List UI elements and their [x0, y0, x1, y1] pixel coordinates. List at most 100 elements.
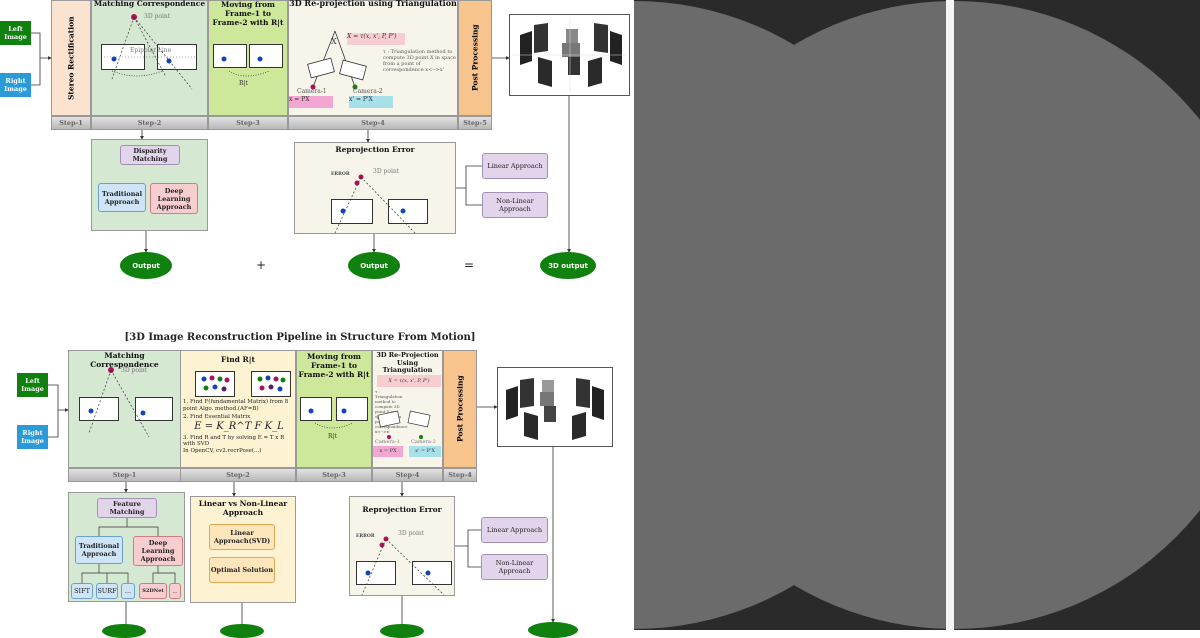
b-reprojection-geometry [361, 536, 445, 596]
cam2-formula: x' = P'X [349, 96, 393, 108]
b-nonlinear-approach-box: Non-Linear Approach [481, 554, 548, 580]
error-label: ERROR [331, 172, 350, 177]
b-camera2-label: Camera-2 [411, 439, 436, 445]
output-oval-2: Output [348, 252, 400, 279]
plus-sign: + [256, 258, 267, 272]
matching-panel: Matching Correspondence 3D point Epipola… [91, 0, 208, 116]
b-step-4: Step-4 [372, 468, 443, 482]
optimal-solution-box: Optimal Solution [209, 557, 275, 583]
points-frame-1 [195, 371, 235, 397]
disparity-box: Disparity Matching [120, 145, 180, 165]
b-step-2: Step-2 [180, 468, 296, 482]
frame2 [249, 44, 283, 68]
matching-geometry [104, 14, 196, 90]
reprojection-geometry [334, 174, 416, 234]
b-traditional-box: Traditional Approach [75, 536, 123, 564]
deep-learning-box: Deep Learning Approach [150, 183, 198, 214]
x-point-label: X [331, 37, 337, 46]
disparity-panel: Disparity Matching Traditional Approach … [91, 139, 208, 231]
output-oval-1: Output [120, 252, 172, 279]
b-triangulation-geometry [377, 410, 431, 439]
stereo-rectification-panel: Stereo Rectification [51, 0, 91, 116]
reprojection-error-title: Reprojection Error [335, 145, 415, 154]
points-frame-2 [251, 371, 291, 397]
moving-title: Moving from Frame-1 to Frame-2 with R|t [212, 0, 284, 27]
b-linear-approach-box: Linear Approach [481, 517, 548, 543]
find-step-1: 1. Find F(fundamental Matrix) from 8 poi… [183, 399, 289, 412]
err-3d-label: 3D point [373, 168, 400, 175]
camera1-label: Camera-1 [297, 88, 327, 95]
point3d-label: 3D point [144, 13, 171, 20]
top-3d-render [509, 14, 630, 96]
b-formula-x: X = τ(x, x', P, P') [377, 375, 441, 387]
find-rt-panel: Find R|t 1. Find F(fundamental Matrix) f… [180, 350, 296, 468]
find-step-2: 2. Find Essential Matrix [183, 414, 251, 420]
top-connectors [31, 32, 571, 253]
step-1: Step-1 [51, 116, 91, 130]
b-matching-title: Matching Correspondence [90, 351, 159, 369]
b-deep-learning-box: Deep Learning Approach [133, 536, 183, 566]
reconstruction-render [512, 17, 626, 93]
b-cam1-formula: x = PX [373, 446, 403, 457]
b-cam2-formula: x' = P'X [409, 446, 441, 457]
feature-panel: Feature Matching Traditional Approach De… [68, 492, 185, 602]
b-post-processing-panel: Post Processing [443, 350, 477, 468]
b-reprojection-title: 3D Re-Projection Using Triangulation [376, 351, 439, 374]
lin-nonlin-title: Linear vs Non-Linear Approach [198, 499, 288, 517]
triangulation-geometry [307, 30, 367, 90]
points-cluster-1 [201, 375, 230, 392]
epipolar-label: Epipolar Line [130, 47, 172, 54]
equals-sign: = [464, 258, 475, 272]
rt-label: R|t [239, 80, 248, 87]
moving-geometry [221, 56, 270, 77]
b-right-frame [135, 397, 173, 421]
decor-circles [634, 0, 1200, 630]
algo-surf: SURF [96, 583, 118, 599]
cam1-formula: x = PX [289, 96, 333, 108]
feature-tree [81, 518, 176, 583]
frame1 [213, 44, 247, 68]
find-rt-title: Find R|t [221, 355, 255, 364]
b-moving-geometry [308, 408, 354, 429]
sfm-title: [3D Image Reconstruction Pipeline in Str… [124, 332, 476, 343]
find-step-4: In OpenCV, cv2.recrPose(...) [183, 447, 262, 454]
lin-nonlin-panel: Linear vs Non-Linear Approach Linear App… [190, 496, 296, 603]
b-moving-title: Moving from Frame-1 to Frame-2 with R|t [298, 352, 370, 379]
post-processing-panel: Post Processing [458, 0, 492, 116]
right-image-tag: Right Image [0, 73, 31, 97]
algo-s2dnet: S2DNet [139, 583, 167, 599]
left-image-tag: Left Image [0, 21, 31, 45]
b-step-5: Step-4 [443, 468, 477, 482]
dark-side-panel [634, 0, 1200, 630]
formula-x: X = τ(x, x', P, P') [347, 33, 405, 45]
algo-more-deep: .. [169, 583, 181, 599]
reprojection-panel: 3D Re-projection using Triangulation X =… [288, 0, 458, 116]
step-2: Step-2 [91, 116, 208, 130]
bottom-left-image-tag: Left Image [17, 373, 48, 397]
b-frame2 [336, 397, 368, 421]
b-step-3: Step-3 [296, 468, 372, 482]
matching-title: Matching Correspondence [93, 0, 206, 8]
b-left-frame [79, 397, 119, 421]
b-frame1 [300, 397, 332, 421]
linear-svd-box: Linear Approach(SVD) [209, 524, 275, 550]
reprojection-title: 3D Re-projection using Triangulation [289, 0, 457, 8]
feature-matching-box: Feature Matching [97, 498, 157, 518]
b-error-label: ERROR [356, 534, 375, 539]
camera2-label: Camera-2 [353, 88, 383, 95]
b-err-3d-label: 3D point [398, 530, 425, 537]
bottom-3d-render [497, 367, 613, 447]
b-point3d-label: 3D point [121, 367, 148, 374]
b-matching-geometry [88, 367, 150, 438]
linear-approach-box: Linear Approach [482, 153, 548, 179]
bottom-connectors [48, 384, 555, 624]
output-3d-oval: 3D output [540, 252, 596, 279]
b-reprojection-error-title: Reprojection Error [362, 505, 442, 514]
find-steps: 1. Find F(fundamental Matrix) from 8 poi… [183, 399, 295, 454]
find-step-3: 3. Find R and T by solving E = T x R wit… [183, 434, 285, 448]
algo-sift: SIFT [71, 583, 93, 599]
step-3: Step-3 [208, 116, 288, 130]
right-frame [157, 44, 197, 70]
b-matching-panel: Matching Correspondence 3D point [68, 350, 181, 468]
points-cluster-2 [257, 375, 286, 392]
